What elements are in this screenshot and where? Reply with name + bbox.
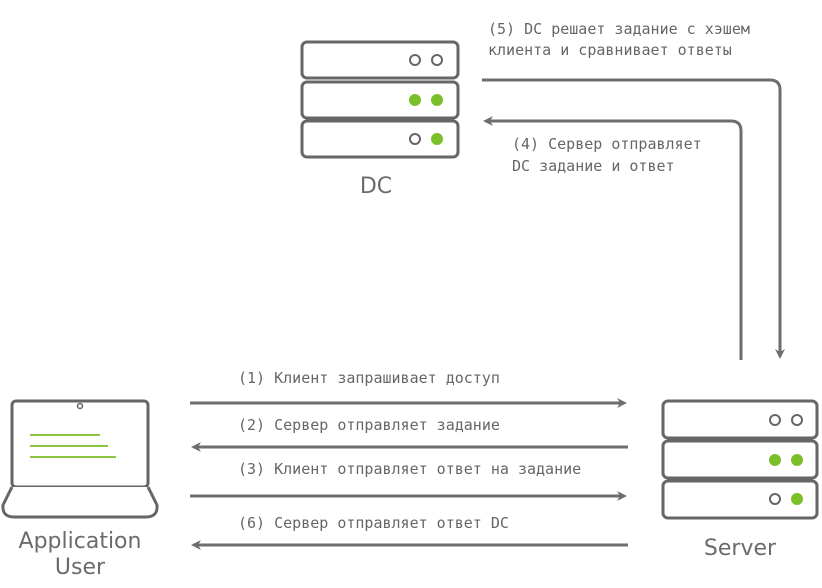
arrow-5-dc-to-server (482, 78, 785, 359)
message-4-line1: (4) Сервер отправляет (512, 135, 702, 153)
laptop-icon (1, 399, 159, 519)
client-label-line1: Application (19, 529, 142, 554)
dc-label: DC (360, 174, 392, 199)
message-6: (6) Сервер отправляет ответ DC (238, 514, 509, 532)
dc-server-icon (300, 40, 460, 159)
arrow-4-server-to-dc (483, 116, 743, 360)
server-label: Server (704, 536, 777, 561)
message-2: (2) Сервер отправляет задание (238, 416, 500, 434)
message-5-line1: (5) DC решает задание с хэшем (488, 20, 750, 38)
message-4-line2: DC задание и ответ (512, 157, 675, 175)
message-1: (1) Клиент запрашивает доступ (238, 369, 500, 387)
message-3: (3) Клиент отправляет ответ на задание (238, 460, 581, 478)
message-5-line2: клиента и сравнивает ответы (488, 41, 732, 59)
server-icon (661, 399, 819, 520)
client-label-line2: User (55, 555, 106, 580)
